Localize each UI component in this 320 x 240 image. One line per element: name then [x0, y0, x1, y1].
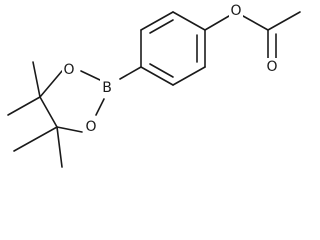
bond-lower-oxygen-to-carbon	[56, 126, 83, 133]
boron-label: B	[102, 80, 112, 96]
ring-oxygen-upper-label: O	[63, 62, 74, 78]
bond-methyl-upper-left-a	[32, 61, 41, 98]
bond-methyl-lower-b	[56, 126, 63, 168]
ring-oxygen-lower-label: O	[85, 119, 96, 135]
bonds	[7, 11, 301, 168]
bond-ring-to-ester-oxygen	[204, 15, 230, 31]
atom-labels: O O B O O	[62, 3, 279, 135]
bond-carbonyl-to-methyl	[267, 11, 301, 31]
ring-bond-bottom-to-bottom-left	[140, 66, 174, 86]
ring-bond-top-left-to-top	[140, 11, 174, 31]
bond-upper-oxygen-to-carbon	[39, 70, 63, 98]
bond-boron-to-upper-oxygen	[80, 70, 101, 81]
ring-bond-bottom-right-to-bottom	[172, 66, 206, 86]
ring-inner-double-bond-top	[149, 19, 174, 34]
bond-methyl-lower-a	[13, 126, 58, 152]
bond-boron-to-lower-oxygen	[95, 98, 105, 116]
bond-ring-to-boron	[119, 66, 142, 80]
ring-bond-top-to-top-right	[172, 11, 206, 31]
carbonyl-oxygen-label: O	[266, 59, 277, 75]
bond-methyl-upper-left-b	[7, 96, 41, 116]
ester-oxygen-label: O	[230, 3, 241, 19]
bond-pinacol-carbon-carbon	[39, 96, 58, 128]
ring-inner-double-bond-bottom	[149, 63, 174, 78]
molecule-structure: O O B O O	[7, 3, 301, 168]
bond-ester-oxygen-to-carbonyl-carbon	[242, 15, 269, 31]
